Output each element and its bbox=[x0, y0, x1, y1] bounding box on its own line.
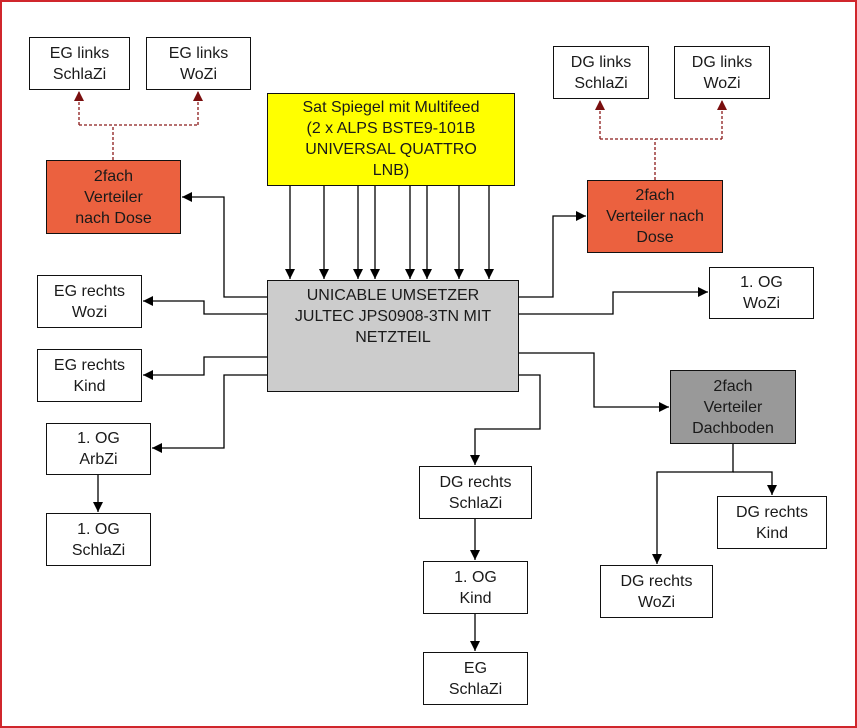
node-verteiler-eg: 2fach Verteiler nach Dose bbox=[46, 160, 181, 234]
wire-to-verteiler-dg bbox=[519, 211, 586, 298]
node-label: 2fach Verteiler Dachboden bbox=[692, 377, 774, 437]
node-og1-schlazi: 1. OG SchlaZi bbox=[46, 513, 151, 566]
wire-to-dg-rechts-schlazi bbox=[470, 374, 541, 465]
node-label: DG rechts Kind bbox=[735, 503, 808, 542]
node-dg-links-schlazi: DG links SchlaZi bbox=[553, 46, 649, 99]
node-unicable-umsetzer: UNICABLE UMSETZER JULTEC JPS0908-3TN MIT… bbox=[267, 280, 519, 392]
wire-to-eg-rechts-kind bbox=[143, 356, 267, 380]
node-dg-rechts-kind: DG rechts Kind bbox=[717, 496, 827, 549]
node-label: DG rechts WoZi bbox=[620, 572, 693, 611]
node-label: 2fach Verteiler nach Dose bbox=[606, 187, 704, 246]
node-eg-rechts-kind: EG rechts Kind bbox=[37, 349, 142, 402]
node-verteiler-dg: 2fach Verteiler nach Dose bbox=[587, 180, 723, 253]
node-eg-schlazi: EG SchlaZi bbox=[423, 652, 528, 705]
node-label: EG rechts Wozi bbox=[53, 282, 126, 321]
node-eg-links-schlazi: EG links SchlaZi bbox=[29, 37, 130, 90]
wire-to-dg-rechts-kind bbox=[733, 471, 777, 495]
wire-to-eg-rechts-wozi bbox=[143, 296, 267, 315]
node-og1-arbzi: 1. OG ArbZi bbox=[46, 423, 151, 475]
node-dg-rechts-schlazi: DG rechts SchlaZi bbox=[419, 466, 532, 519]
node-label: Sat Spiegel mit Multifeed (2 x ALPS BSTE… bbox=[302, 99, 480, 179]
node-sat-spiegel: Sat Spiegel mit Multifeed (2 x ALPS BSTE… bbox=[267, 93, 515, 186]
wire-to-dg-rechts-wozi bbox=[652, 444, 734, 564]
node-label: DG links WoZi bbox=[691, 53, 753, 92]
node-verteiler-dachboden: 2fach Verteiler Dachboden bbox=[670, 370, 796, 444]
node-label: EG links WoZi bbox=[168, 44, 229, 83]
wire-to-og1-arbzi bbox=[152, 374, 267, 453]
node-eg-links-wozi: EG links WoZi bbox=[146, 37, 251, 90]
node-og1-wozi: 1. OG WoZi bbox=[709, 267, 814, 319]
node-label: 1. OG SchlaZi bbox=[71, 520, 126, 559]
wire-to-og1-wozi bbox=[519, 287, 708, 315]
node-label: UNICABLE UMSETZER JULTEC JPS0908-3TN MIT… bbox=[294, 287, 492, 346]
node-label: EG links SchlaZi bbox=[49, 44, 110, 83]
node-label: DG links SchlaZi bbox=[570, 53, 632, 92]
node-dg-rechts-wozi: DG rechts WoZi bbox=[600, 565, 713, 618]
node-label: 1. OG WoZi bbox=[740, 274, 783, 312]
node-label: 2fach Verteiler nach Dose bbox=[75, 167, 152, 227]
node-label: DG rechts SchlaZi bbox=[439, 473, 512, 512]
node-dg-links-wozi: DG links WoZi bbox=[674, 46, 770, 99]
node-og1-kind: 1. OG Kind bbox=[423, 561, 528, 614]
wire-to-verteiler-eg bbox=[182, 192, 267, 298]
node-label: EG SchlaZi bbox=[448, 659, 503, 698]
node-label: EG rechts Kind bbox=[53, 356, 126, 395]
node-eg-rechts-wozi: EG rechts Wozi bbox=[37, 275, 142, 328]
node-label: 1. OG ArbZi bbox=[77, 430, 120, 468]
wire-to-verteiler-dachboden bbox=[519, 352, 669, 412]
node-label: 1. OG Kind bbox=[454, 568, 497, 607]
